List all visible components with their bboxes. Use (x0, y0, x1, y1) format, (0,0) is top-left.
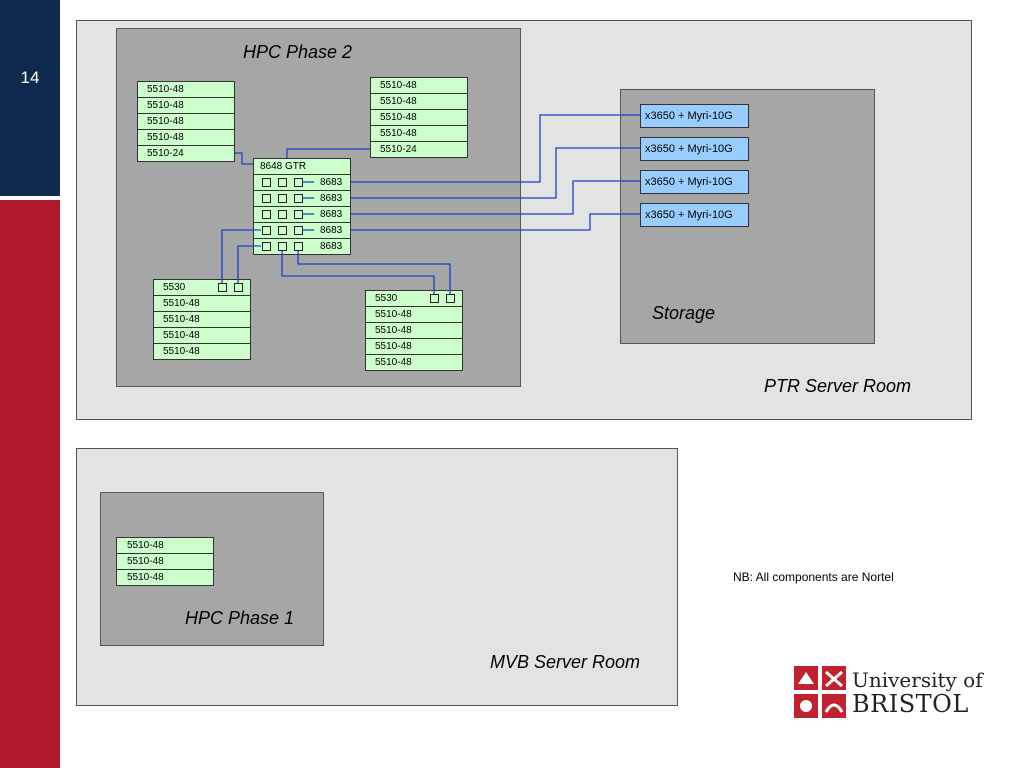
switch-stack-left: 5510-48 5510-48 5510-48 5510-48 5510-24 (137, 81, 235, 162)
hpc-phase-2-label: HPC Phase 2 (243, 42, 353, 62)
gtr-card: 8683 (253, 239, 351, 255)
link-gtr-to-storage-3 (351, 180, 640, 215)
port-icon (278, 226, 287, 235)
port-icon (294, 242, 303, 251)
storage-node: x3650 + Myri-10G (640, 137, 749, 161)
port-icon (262, 194, 271, 203)
core-switch-8648-gtr: 8648 GTR 8683 8683 8683 8683 8683 (253, 158, 351, 255)
ptr-room-label: PTR Server Room (764, 376, 912, 396)
port-icon (446, 294, 455, 303)
gtr-card-label: 8683 (320, 209, 343, 220)
slide-number: 14 (20, 68, 40, 87)
logo-line-1: University of (852, 668, 983, 692)
switch-unit-5530: 5530 (365, 290, 463, 307)
link-gtr-to-storage-4 (351, 213, 640, 231)
logo-line-2: BRISTOL (852, 690, 969, 718)
link-gtr-to-storage-1 (351, 114, 640, 183)
sidebar-bottom-band (0, 200, 60, 768)
gtr-card: 8683 (253, 223, 351, 239)
port-icon (278, 178, 287, 187)
link-left-stack-to-gtr (235, 152, 253, 165)
switch-unit: 5510-48 (116, 537, 214, 554)
hpc-phase-1-label: HPC Phase 1 (185, 608, 295, 628)
switch-stack-right: 5510-48 5510-48 5510-48 5510-48 5510-24 (370, 77, 468, 158)
port-icon (262, 210, 271, 219)
gtr-card-label: 8683 (320, 225, 343, 236)
switch-unit: 5510-48 (153, 344, 251, 360)
core-switch-title: 8648 GTR (253, 158, 351, 175)
gtr-card: 8683 (253, 175, 351, 191)
switch-unit: 5510-48 (365, 355, 463, 371)
link-gtr-to-storage-2 (351, 147, 640, 199)
port-icon (278, 242, 287, 251)
port-icon (278, 194, 287, 203)
switch-unit: 5510-48 (137, 81, 235, 98)
link-gtr-to-br-1 (281, 251, 435, 294)
university-logo: University of BRISTOL (792, 662, 983, 722)
port-icon (262, 226, 271, 235)
switch-unit: 5510-48 (137, 98, 235, 114)
storage-node: x3650 + Myri-10G (640, 104, 749, 128)
switch-unit: 5510-48 (370, 126, 468, 142)
link-right-stack-to-gtr (286, 148, 370, 158)
nortel-note: NB: All components are Nortel (733, 570, 894, 584)
switch-stack-bottom-left: 5530 5510-48 5510-48 5510-48 5510-48 (153, 279, 251, 360)
switch-unit: 5510-48 (116, 570, 214, 586)
link-gtr-to-bl-1 (221, 229, 261, 283)
gtr-card-label: 8683 (320, 241, 343, 252)
switch-unit: 5510-48 (365, 339, 463, 355)
sidebar-top-band (0, 0, 60, 196)
port-icon (234, 283, 243, 292)
switch-unit: 5510-48 (116, 554, 214, 570)
link-gtr-to-bl-2 (237, 245, 261, 283)
switch-unit: 5510-24 (137, 146, 235, 162)
switch-stack-hpc1: 5510-48 5510-48 5510-48 (116, 537, 214, 586)
port-icon (218, 283, 227, 292)
storage-node: x3650 + Myri-10G (640, 170, 749, 194)
mvb-room-label: MVB Server Room (490, 652, 641, 672)
bristol-crest-icon (794, 666, 846, 718)
switch-stack-bottom-right: 5530 5510-48 5510-48 5510-48 5510-48 (365, 290, 463, 371)
port-icon (430, 294, 439, 303)
switch-unit: 5510-48 (370, 94, 468, 110)
switch-unit: 5510-48 (153, 312, 251, 328)
gtr-card-label: 8683 (320, 177, 343, 188)
link-gtr-to-br-2 (297, 251, 451, 294)
switch-unit: 5510-48 (370, 110, 468, 126)
switch-unit: 5510-48 (365, 323, 463, 339)
port-icon (262, 178, 271, 187)
switch-unit: 5510-48 (137, 114, 235, 130)
gtr-card: 8683 (253, 207, 351, 223)
switch-unit-5530: 5530 (153, 279, 251, 296)
switch-unit: 5510-48 (365, 307, 463, 323)
storage-label: Storage (652, 303, 716, 323)
switch-unit: 5510-48 (153, 296, 251, 312)
gtr-card-label: 8683 (320, 193, 343, 204)
port-icon (262, 242, 271, 251)
port-icon (278, 210, 287, 219)
switch-unit: 5510-24 (370, 142, 468, 158)
switch-unit: 5510-48 (370, 77, 468, 94)
switch-unit: 5510-48 (153, 328, 251, 344)
switch-unit: 5510-48 (137, 130, 235, 146)
storage-node: x3650 + Myri-10G (640, 203, 749, 227)
